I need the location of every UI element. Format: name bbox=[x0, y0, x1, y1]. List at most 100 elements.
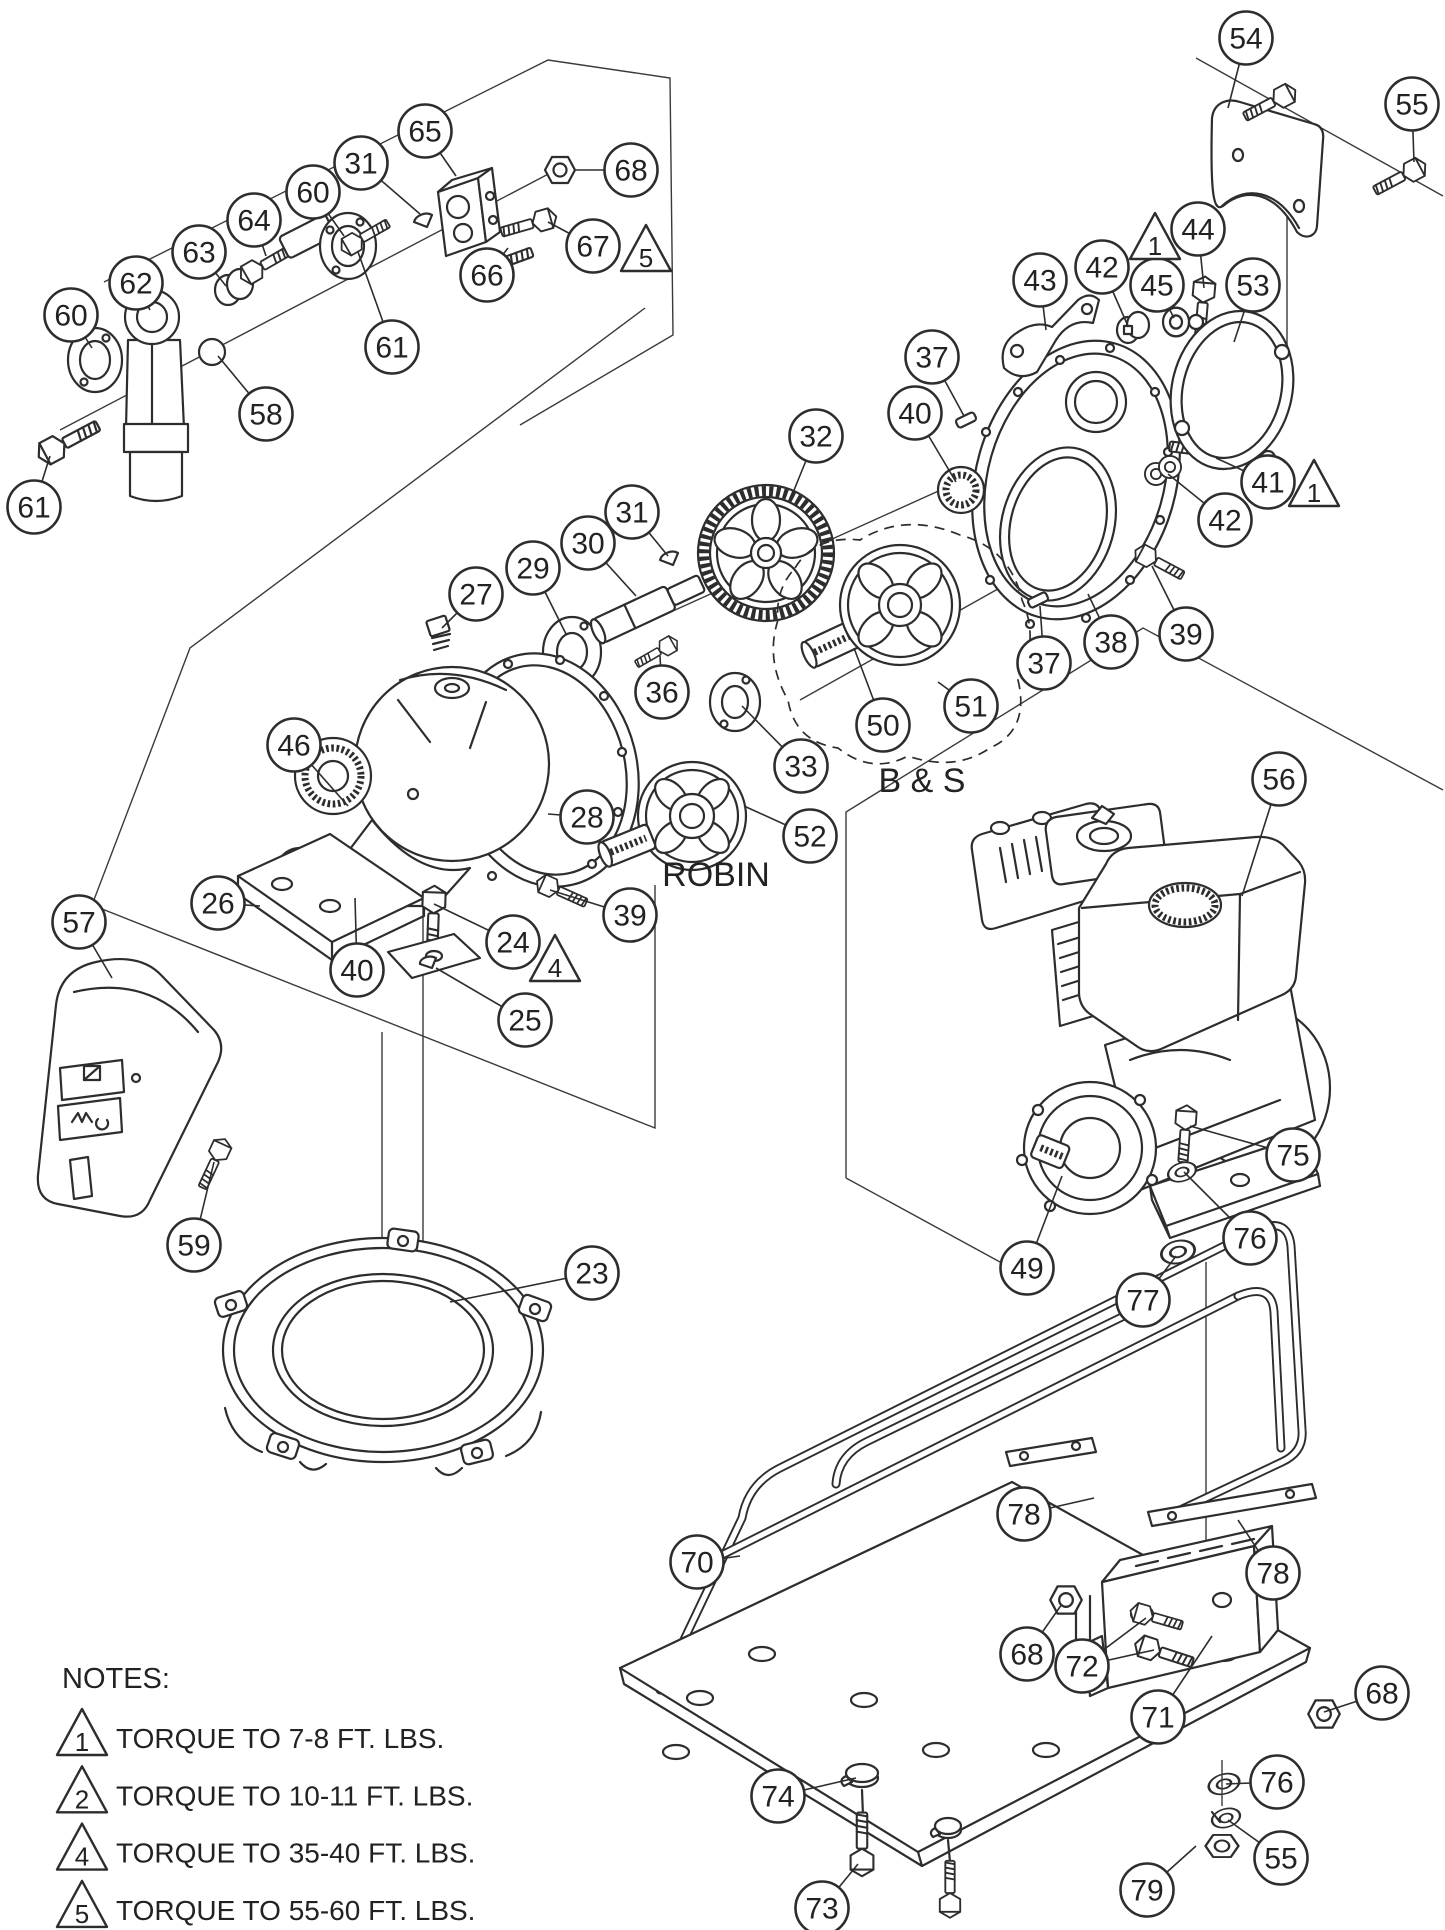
balloon-number: 31 bbox=[344, 148, 377, 181]
balloon-number: 53 bbox=[1236, 270, 1269, 303]
label-bs: B & S bbox=[879, 762, 966, 800]
balloon-39: 39 bbox=[602, 887, 658, 943]
lock-washer-55b bbox=[1208, 1804, 1244, 1832]
balloon-number: 59 bbox=[177, 1230, 210, 1263]
block-65 bbox=[436, 166, 502, 258]
screw-55a bbox=[1369, 154, 1431, 201]
crank-link-assembly bbox=[32, 155, 577, 503]
balloon-61: 61 bbox=[6, 479, 62, 535]
balloon-number: 72 bbox=[1065, 1651, 1098, 1684]
flange-60a bbox=[66, 326, 124, 394]
balloon-68: 68 bbox=[603, 142, 659, 198]
balloon-29: 29 bbox=[505, 540, 561, 596]
balloon-40: 40 bbox=[887, 385, 943, 441]
balloon-68: 68 bbox=[1354, 1665, 1410, 1721]
torque-triangle-4: 4 bbox=[528, 933, 582, 983]
nut-79 bbox=[1204, 1833, 1240, 1859]
balloon-79: 79 bbox=[1119, 1862, 1175, 1918]
balloon-66: 66 bbox=[459, 247, 515, 303]
bolt-67 bbox=[497, 205, 561, 243]
balloon-number: 68 bbox=[1010, 1639, 1043, 1672]
belt-cover-57 bbox=[36, 958, 235, 1218]
balloon-number: 30 bbox=[571, 528, 604, 561]
balloon-71: 71 bbox=[1130, 1689, 1186, 1745]
torque-triangle-1: 1 bbox=[55, 1707, 109, 1757]
bearing-33 bbox=[708, 671, 762, 733]
gear-32 bbox=[696, 483, 836, 623]
engine-56 bbox=[970, 802, 1332, 1269]
balloon-number: 26 bbox=[201, 888, 234, 921]
balloon-number: 51 bbox=[954, 691, 987, 724]
balloon-30: 30 bbox=[560, 515, 616, 571]
balloon-number: 68 bbox=[614, 155, 647, 188]
triangle-number: 2 bbox=[75, 1784, 89, 1814]
balloon-number: 24 bbox=[496, 927, 529, 960]
balloon-number: 52 bbox=[793, 821, 826, 854]
balloon-31: 31 bbox=[604, 484, 660, 540]
balloon-number: 75 bbox=[1276, 1140, 1309, 1173]
balloon-46: 46 bbox=[266, 717, 322, 773]
balloon-43: 43 bbox=[1012, 252, 1068, 308]
ring-lug bbox=[213, 1227, 553, 1466]
panel-right-foot bbox=[845, 1177, 1001, 1263]
balloon-number: 42 bbox=[1085, 252, 1118, 285]
balloon-74: 74 bbox=[750, 1768, 806, 1824]
balloon-38: 38 bbox=[1083, 614, 1139, 670]
balloon-32: 32 bbox=[788, 408, 844, 464]
balloon-37: 37 bbox=[904, 329, 960, 385]
balloon-number: 40 bbox=[340, 955, 373, 988]
guard-bracket-54 bbox=[1210, 80, 1431, 238]
balloon-number: 70 bbox=[680, 1547, 713, 1580]
balloon-60: 60 bbox=[43, 287, 99, 343]
balloon-49: 49 bbox=[999, 1240, 1055, 1296]
balloon-27: 27 bbox=[448, 566, 504, 622]
balloon-60: 60 bbox=[285, 164, 341, 220]
balloon-number: 33 bbox=[784, 751, 817, 784]
balloon-number: 43 bbox=[1023, 265, 1056, 298]
balloon-number: 41 bbox=[1251, 467, 1284, 500]
balloon-number: 61 bbox=[375, 332, 408, 365]
balloon-number: 68 bbox=[1365, 1678, 1398, 1711]
balloon-number: 28 bbox=[570, 802, 603, 835]
balloon-44: 44 bbox=[1170, 201, 1226, 257]
balloon-number: 79 bbox=[1130, 1875, 1163, 1908]
balloon-number: 58 bbox=[249, 399, 282, 432]
balloon-number: 66 bbox=[470, 260, 503, 293]
balloon-number: 67 bbox=[576, 231, 609, 264]
spacer-58 bbox=[197, 337, 227, 367]
balloon-63: 63 bbox=[171, 224, 227, 280]
triangle-number: 1 bbox=[1307, 478, 1321, 508]
balloon-64: 64 bbox=[226, 192, 282, 248]
balloon-42: 42 bbox=[1074, 239, 1130, 295]
coupler-40a bbox=[936, 465, 986, 515]
balloon-number: 74 bbox=[761, 1781, 794, 1814]
balloon-28: 28 bbox=[559, 789, 615, 845]
balloon-number: 55 bbox=[1395, 89, 1428, 122]
mq-logo-mark bbox=[70, 1111, 110, 1131]
plug-27 bbox=[425, 614, 452, 652]
label-robin: ROBIN bbox=[662, 856, 770, 894]
balloon-58: 58 bbox=[238, 386, 294, 442]
balloon-number: 39 bbox=[1169, 619, 1202, 652]
balloon-52: 52 bbox=[782, 808, 838, 864]
balloon-number: 45 bbox=[1140, 270, 1173, 303]
balloon-number: 38 bbox=[1094, 627, 1127, 660]
balloon-number: 55 bbox=[1264, 1843, 1297, 1876]
balloon-number: 25 bbox=[508, 1005, 541, 1038]
balloon-25: 25 bbox=[497, 992, 553, 1048]
balloon-33: 33 bbox=[773, 738, 829, 794]
triangle-number: 1 bbox=[75, 1727, 89, 1757]
balloon-77: 77 bbox=[1115, 1272, 1171, 1328]
pin-37a bbox=[954, 411, 978, 429]
washer-42a bbox=[1115, 310, 1151, 345]
balloon-number: 62 bbox=[119, 268, 152, 301]
nut-68a bbox=[543, 155, 577, 185]
engine-fuel-tank bbox=[1077, 835, 1307, 1053]
balloon-number: 73 bbox=[805, 1893, 838, 1926]
balloon-number: 63 bbox=[182, 237, 215, 270]
balloon-number: 56 bbox=[1262, 764, 1295, 797]
